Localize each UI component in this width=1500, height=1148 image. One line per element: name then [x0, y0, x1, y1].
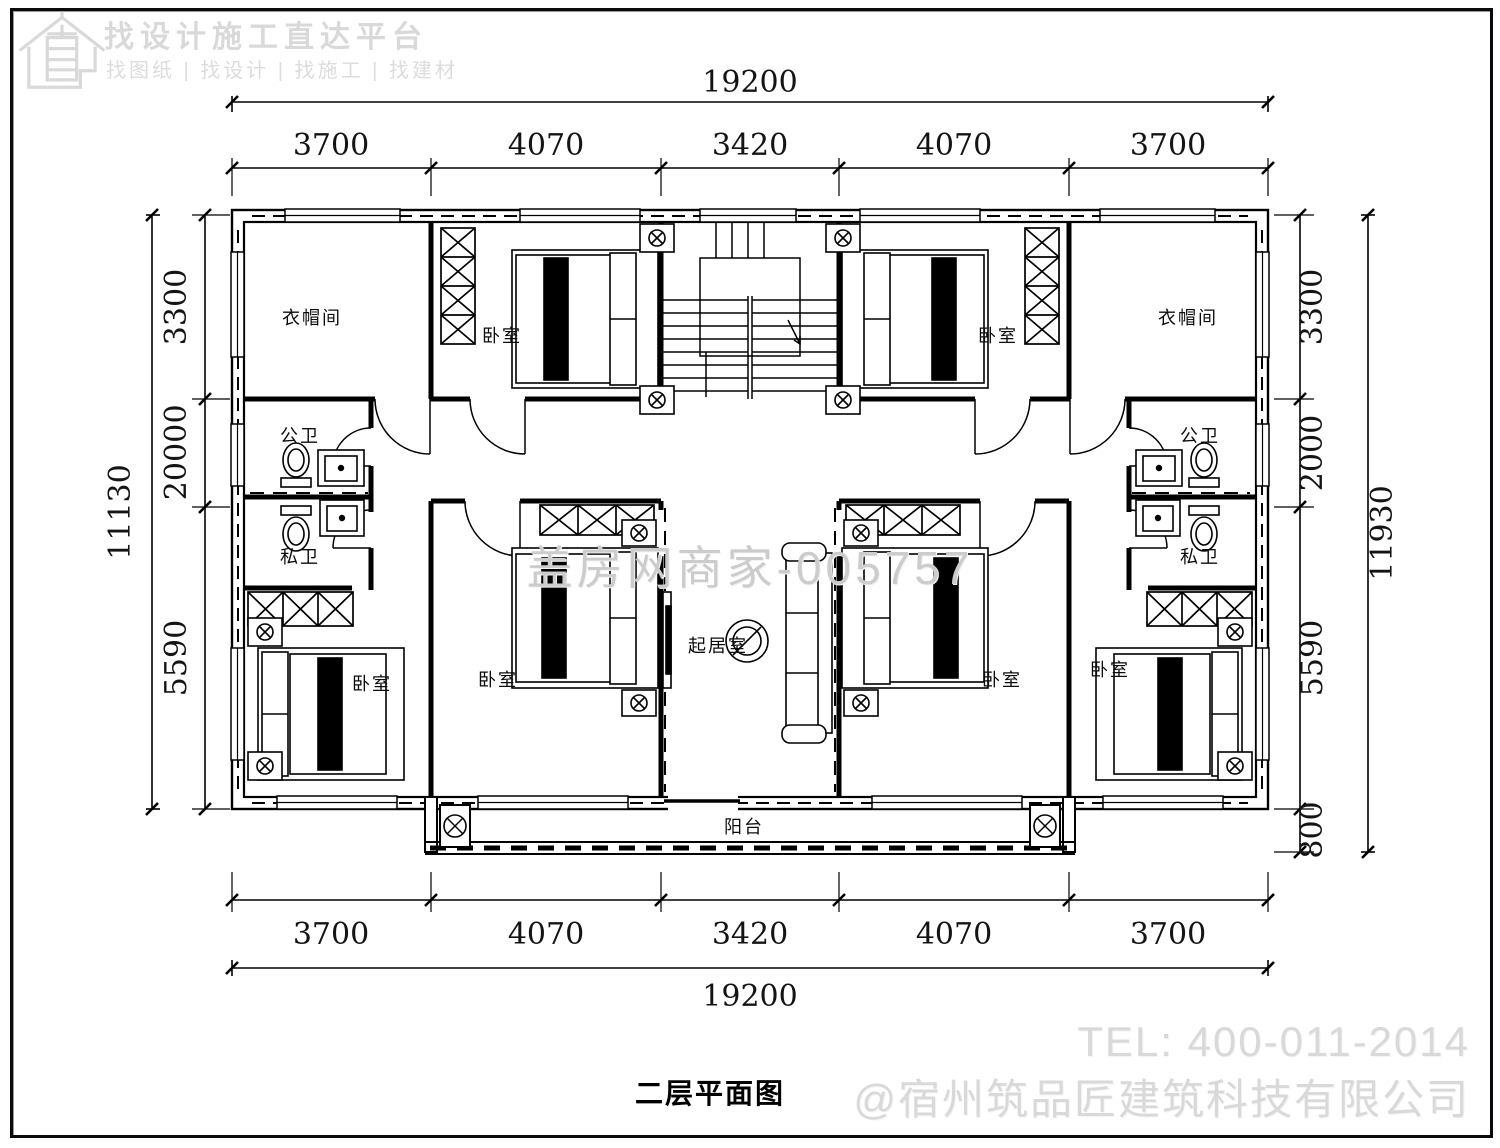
dim-top-seg-0: 3700 — [293, 128, 369, 163]
balcony-door-opening — [668, 795, 738, 811]
dim-bottom-overall: 19200 — [702, 979, 797, 1014]
dimension-top: 19200 3700 4070 3420 4070 3700 — [225, 65, 1275, 196]
sheet-border — [10, 8, 1493, 1138]
dim-right-seg-0: 3300 — [1295, 269, 1330, 345]
dimension-right: 3300 2000 5590 800 11930 — [1274, 208, 1400, 859]
room-label-bedroom-bottom-left: 卧室 — [352, 674, 392, 694]
dim-bottom-seg-2: 3420 — [712, 917, 788, 952]
room-label-bedroom-mid-right: 卧室 — [982, 670, 1022, 690]
tel-watermark: TEL: 400-011-2014 — [1077, 1018, 1470, 1065]
room-label-bedroom-top-left: 卧室 — [482, 326, 522, 346]
living-room-furniture — [662, 542, 833, 744]
dim-right-seg-2: 5590 — [1295, 620, 1330, 696]
dim-right-seg-1: 2000 — [1295, 415, 1330, 491]
windows — [230, 208, 1270, 810]
balcony-structure — [424, 795, 1076, 855]
beds — [247, 223, 1253, 781]
logo-subtitle: 找图纸 | 找设计 | 找施工 | 找建材 — [106, 60, 458, 82]
doors — [332, 398, 1168, 557]
logo-title: 找设计施工直达平台 — [104, 21, 428, 54]
dimension-left: 3300 0 2000 5590 11130 — [103, 208, 230, 816]
room-label-closet-right: 衣帽间 — [1158, 308, 1218, 328]
toilet — [1188, 442, 1220, 488]
room-label-balcony: 阳台 — [724, 817, 764, 837]
dim-top-overall: 19200 — [702, 65, 797, 100]
wardrobe-top-left — [440, 227, 476, 345]
house-logo-icon — [18, 11, 106, 89]
stairs — [663, 222, 837, 399]
dimension-bottom: 3700 4070 3420 4070 3700 19200 — [225, 872, 1275, 1014]
balcony-column — [1029, 804, 1061, 848]
toilet — [280, 505, 312, 552]
bed-bottom-right — [1095, 617, 1253, 781]
room-labels: 衣帽间 衣帽间 卧室 卧室 公卫 公卫 私卫 私卫 卧室 卧室 卧室 卧室 起居… — [280, 308, 1220, 837]
dim-left-overall: 11130 — [103, 464, 138, 559]
dim-top-seg-2: 3420 — [712, 128, 788, 163]
dim-top-seg-1: 4070 — [508, 128, 584, 163]
bed-bottom-left — [247, 617, 405, 781]
dim-top-seg-4: 3700 — [1130, 128, 1206, 163]
round-table — [725, 619, 769, 663]
bed-top-left — [511, 223, 675, 415]
dim-bottom-seg-0: 3700 — [293, 917, 369, 952]
room-label-private-bath-right: 私卫 — [1180, 547, 1220, 567]
bed-mid-right — [841, 519, 989, 717]
room-label-private-bath-left: 私卫 — [280, 547, 320, 567]
dim-bottom-seg-1: 4070 — [508, 917, 584, 952]
plan-title: 二层平面图 — [634, 1078, 785, 1109]
balcony-column — [439, 804, 471, 848]
sofa — [781, 542, 833, 744]
room-label-living: 起居室 — [688, 636, 748, 656]
dim-right-overall: 11930 — [1365, 485, 1400, 580]
toilet — [1188, 505, 1220, 552]
sink — [1135, 449, 1183, 537]
bathroom-fixtures — [280, 442, 1220, 552]
wall-centerlines — [250, 492, 1250, 792]
bed-mid-left — [511, 519, 659, 717]
company-watermark: @宿州筑品匠建筑科技有限公司 — [853, 1076, 1470, 1123]
dim-right-seg-3: 800 — [1295, 801, 1330, 858]
dim-left-seg-1: 2000 — [159, 424, 194, 500]
toilet — [280, 442, 312, 488]
dim-bottom-seg-3: 4070 — [916, 917, 992, 952]
dim-left-seg-0: 3300 — [159, 269, 194, 345]
interior-walls — [244, 222, 1256, 797]
wardrobe-top-right — [1024, 227, 1060, 345]
room-label-public-bath-right: 公卫 — [1180, 426, 1220, 446]
bed-top-right — [825, 223, 989, 415]
room-label-closet-left: 衣帽间 — [282, 308, 342, 328]
room-label-bedroom-bottom-right: 卧室 — [1090, 660, 1130, 680]
dim-left-seg-2: 5590 — [159, 620, 194, 696]
wardrobes — [247, 227, 1253, 627]
room-label-public-bath-left: 公卫 — [280, 426, 320, 446]
dim-left-extra-zero: 0 — [159, 404, 194, 423]
dim-top-seg-3: 4070 — [916, 128, 992, 163]
dim-bottom-seg-4: 3700 — [1130, 917, 1206, 952]
room-label-bedroom-top-right: 卧室 — [978, 326, 1018, 346]
room-label-bedroom-mid-left: 卧室 — [478, 670, 518, 690]
sink — [317, 449, 365, 537]
